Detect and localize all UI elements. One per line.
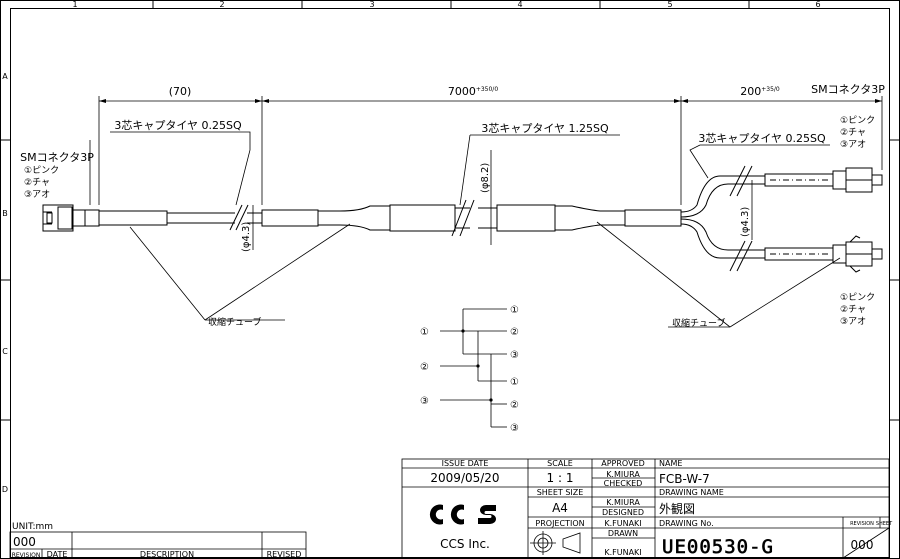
- col-revision: REVISION: [12, 552, 41, 559]
- pin-right-top-3: ③アオ: [840, 139, 866, 150]
- unit-label: UNIT:mm: [12, 522, 53, 532]
- row-label-d: D: [2, 485, 8, 494]
- drawn-name: K.FUNAKI: [604, 548, 641, 557]
- projection-label: PROJECTION: [535, 519, 584, 528]
- checked-name: K.MIURA: [606, 498, 640, 507]
- col-label-6: 6: [815, 0, 820, 9]
- col-label-5: 5: [667, 0, 672, 9]
- title-block: [9, 458, 890, 559]
- pin-left-3: ③アオ: [24, 189, 50, 200]
- col-revised: REVISED: [267, 550, 302, 559]
- rev-block-revision: 000: [13, 535, 36, 549]
- pin-right-top-2: ②チャ: [840, 127, 866, 138]
- revision-value: 000: [851, 538, 874, 552]
- wire-out-3: ③: [510, 350, 519, 361]
- cable-assembly: [42, 165, 883, 273]
- dia-right-label: (φ4.3): [740, 207, 751, 237]
- wire-out-5: ②: [510, 400, 519, 411]
- cable-center-label: 3芯キャプタイヤ 1.25SQ: [481, 121, 609, 135]
- pin-right-bottom-3: ③アオ: [840, 316, 866, 327]
- company-name: CCS Inc.: [440, 537, 490, 551]
- dia-left-label: (φ4.3): [241, 222, 252, 252]
- pin-left-2: ②チャ: [24, 177, 50, 188]
- pin-left-1: ①ピンク: [24, 165, 59, 176]
- drawing-no-label: DRAWING No.: [659, 519, 714, 528]
- dim-center: 7000+350/0: [448, 85, 499, 98]
- revision-label: REVISION: [850, 521, 874, 527]
- tube-right-label: 収縮チューブ: [672, 317, 725, 329]
- wire-out-6: ③: [510, 423, 519, 434]
- wire-in-1: ①: [420, 327, 429, 338]
- sheet-label: SHEET: [876, 521, 893, 527]
- approved-label: APPROVED: [601, 459, 645, 468]
- dim-right: 200+35/0: [740, 85, 780, 98]
- issue-date-label: ISSUE DATE: [442, 459, 489, 468]
- row-label-a: A: [2, 72, 8, 81]
- connector-right-label: SMコネクタ3P: [811, 83, 885, 96]
- wire-in-3: ③: [420, 396, 429, 407]
- col-label-1: 1: [72, 0, 77, 9]
- col-label-3: 3: [369, 0, 374, 9]
- ccs-logo: [429, 504, 496, 525]
- inner-frame: [10, 8, 890, 558]
- issue-date-value: 2009/05/20: [430, 471, 499, 485]
- drawing-name-label: DRAWING NAME: [659, 488, 724, 497]
- pin-right-bottom-2: ②チャ: [840, 304, 866, 315]
- sheet-size-value: A4: [552, 501, 568, 515]
- wire-out-4: ①: [510, 377, 519, 388]
- scale-label: SCALE: [547, 459, 573, 468]
- dim-left: (70): [169, 85, 192, 98]
- row-label-b: B: [2, 209, 8, 218]
- wire-in-2: ②: [420, 362, 429, 373]
- name-label: NAME: [659, 459, 682, 468]
- cable-right-label: 3芯キャプタイヤ 0.25SQ: [698, 131, 826, 145]
- sheet-size-label: SHEET SIZE: [537, 488, 584, 497]
- row-label-c: C: [2, 347, 8, 356]
- checked-label: CHECKED: [604, 479, 643, 488]
- pin-right-bottom-1: ①ピンク: [840, 292, 875, 303]
- left-connector: [42, 204, 100, 232]
- col-description: DESCRIPTION: [140, 550, 194, 559]
- designed-name: K.FUNAKI: [604, 519, 641, 528]
- pin-right-top-1: ①ピンク: [840, 115, 875, 126]
- dia-center-label: (φ8.2): [480, 163, 491, 193]
- name-value: FCB-W-7: [659, 472, 710, 486]
- drawn-label: DRAWN: [608, 529, 638, 538]
- tube-left-label: 収縮チューブ: [208, 316, 261, 328]
- wire-out-2: ②: [510, 327, 519, 338]
- scale-value: 1 : 1: [547, 471, 574, 485]
- wire-out-1: ①: [510, 305, 519, 316]
- cable-left-label: 3芯キャプタイヤ 0.25SQ: [114, 118, 242, 132]
- approved-name: K.MIURA: [606, 470, 640, 479]
- designed-label: DESIGNED: [602, 508, 644, 517]
- drawing-no-value: UE00530-G: [662, 536, 774, 558]
- col-label-2: 2: [219, 0, 224, 9]
- col-label-4: 4: [517, 0, 522, 9]
- col-date: DATE: [47, 550, 68, 559]
- drawing-name-value: 外観図: [659, 502, 695, 516]
- connector-left-label: SMコネクタ3P: [20, 151, 94, 164]
- wiring-diagram: [440, 308, 507, 428]
